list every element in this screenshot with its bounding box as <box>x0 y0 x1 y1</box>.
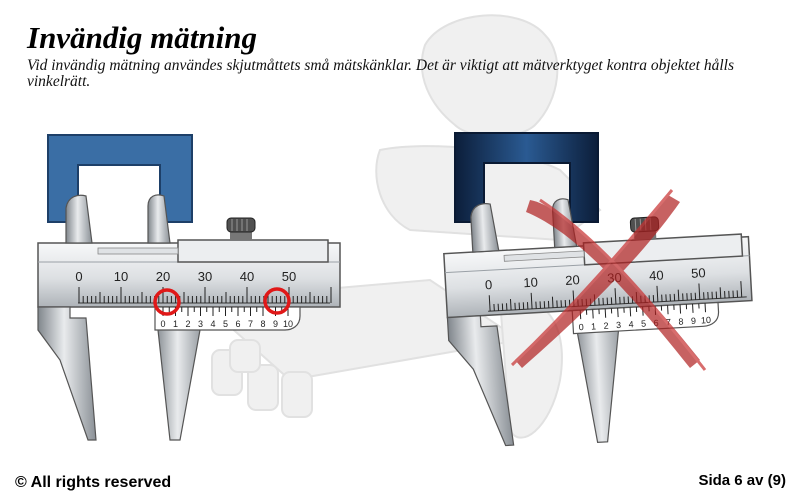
instruction-text: Vid invändig mätning användes skjutmåtte… <box>27 57 734 90</box>
vernier-label: 2 <box>603 321 609 331</box>
main-scale-label: 0 <box>75 269 82 284</box>
vernier-label: 4 <box>628 319 634 329</box>
main-scale-label: 10 <box>114 269 128 284</box>
main-scale-label: 40 <box>240 269 254 284</box>
page-indicator: Sida 6 av (9) <box>698 472 786 489</box>
vernier-label: 2 <box>185 319 190 329</box>
scale-tick <box>551 296 554 308</box>
vernier-label: 10 <box>701 315 712 326</box>
vernier-label: 8 <box>678 316 684 326</box>
highlight-circle-icon <box>153 288 181 316</box>
main-scale-label: 50 <box>691 265 706 281</box>
scale-tick <box>614 288 617 305</box>
wrong-cross-icon <box>510 189 707 371</box>
main-scale-label: 20 <box>156 269 170 284</box>
vernier-label: 9 <box>691 316 697 326</box>
main-scale-ticks <box>78 287 332 303</box>
vernier-label: 3 <box>198 319 203 329</box>
correct-measurement-caliper: 0 10 20 30 40 50 0 1 2 3 4 5 6 7 8 9 10 <box>37 134 341 441</box>
background-figure <box>197 14 602 439</box>
main-scale-label: 0 <box>485 277 493 292</box>
blue-object-incorrect <box>454 132 599 223</box>
vernier-label: 5 <box>223 319 228 329</box>
scale-tick <box>656 285 659 302</box>
vernier-tick <box>617 308 619 318</box>
vernier-label: 0 <box>578 322 584 332</box>
vernier-tick <box>604 308 607 318</box>
vernier-label: 7 <box>248 319 253 329</box>
vernier-label: 10 <box>283 319 293 329</box>
vernier-label: 8 <box>260 319 265 329</box>
blue-object-correct <box>47 134 193 223</box>
vernier-tick <box>592 309 594 319</box>
vernier-tick <box>667 305 669 315</box>
vernier-label: 4 <box>210 319 215 329</box>
vernier-label: 6 <box>235 319 240 329</box>
vernier-label: 1 <box>173 319 178 329</box>
main-scale-label: 30 <box>198 269 212 284</box>
incorrect-measurement-caliper: 0 10 20 30 40 50 0 1 2 3 4 5 6 7 8 9 <box>443 132 753 447</box>
vernier-labels: 0 1 2 3 4 5 6 7 8 9 10 <box>160 319 293 329</box>
vernier-label: 1 <box>591 321 597 331</box>
copyright-notice: © All rights reserved <box>15 474 172 491</box>
scale-tick <box>740 281 743 298</box>
thumb-screw-icon <box>226 217 256 240</box>
scale-tick <box>488 295 491 312</box>
vernier-tick <box>679 304 682 314</box>
vernier-tick <box>704 303 707 313</box>
scale-tick <box>509 299 512 311</box>
main-scale-label: 40 <box>649 267 664 283</box>
vernier-label: 5 <box>641 319 647 329</box>
main-scale-label: 10 <box>523 275 538 291</box>
scale-tick <box>698 283 701 300</box>
main-scale-labels: 0 10 20 30 40 50 <box>75 269 296 284</box>
vernier-label: 3 <box>616 320 622 330</box>
scale-tick <box>677 289 680 301</box>
vernier-label: 0 <box>160 319 165 329</box>
vernier-tick <box>629 307 632 317</box>
vernier-label: 9 <box>273 319 278 329</box>
page-title: Invändig mätning <box>27 20 257 55</box>
highlight-circle-icon <box>263 287 291 315</box>
scale-tick <box>719 287 722 299</box>
vernier-tick <box>692 303 694 313</box>
main-scale-label: 20 <box>565 272 580 288</box>
main-scale-label: 50 <box>282 269 296 284</box>
scale-tick <box>530 292 533 309</box>
